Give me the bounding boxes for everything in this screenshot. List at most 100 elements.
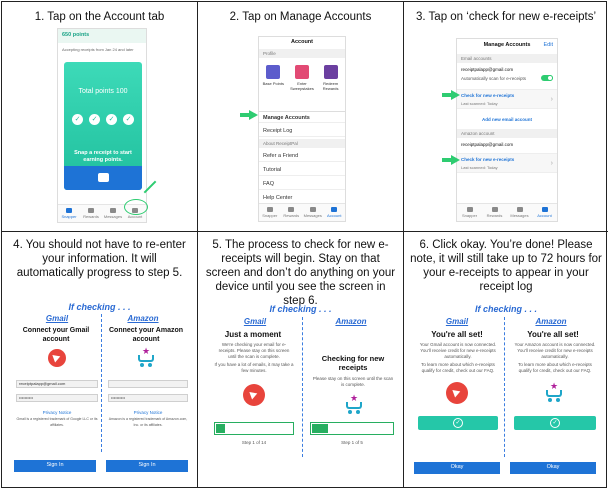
account-tab-highlight [124,199,148,215]
amazon-all-set-title: You're all set! [527,330,579,339]
manage-header: Manage Accounts [483,42,531,48]
snap-text: Snap a receipt to start earning points. [74,150,132,163]
email-address: receiptpalapp@gmail.com [461,67,514,72]
chevron-right-icon: › [550,96,553,103]
if-checking-label: If checking . . . [474,304,537,314]
email-section: Email accounts [457,54,557,63]
amazon-email-field[interactable] [108,380,188,388]
gmail-progress-bar [214,422,294,435]
phone-screen-manage: Manage Accounts Edit Email accounts rece… [456,38,558,222]
tab-rewards[interactable]: Rewards [281,207,303,218]
amazon-sign-in-button[interactable]: Sign In [106,460,188,472]
gift-icon [288,207,295,212]
gmail-sign-in-button[interactable]: Sign In [14,460,96,472]
step-5-title: 5. The process to check for new e-receip… [205,239,396,307]
just-moment-title: Just a moment [224,330,282,339]
step-6-title: 6. Click okay. You’re done! Please note,… [410,239,602,293]
points-icon [266,65,281,79]
privacy-link-amazon[interactable]: Privacy Notice [133,410,163,415]
gmail-faq-text: To learn more about which e-receipts qua… [421,362,495,373]
total-points: Total points 100 [78,88,128,95]
gmail-email-field[interactable]: receiptpalapp@gmail.com [16,380,98,388]
rewards-icon [323,65,338,79]
gmail-step-text: Step 1 of 14 [241,440,267,445]
tab-messages[interactable]: Messages [302,207,324,218]
gmail-wait-text: If you have a lot of emails, it may take… [214,362,294,373]
divider-dashed [504,317,505,457]
amazon-label: Amazon [335,317,367,326]
step-1-title: 1. Tap on the Account tab [34,11,165,23]
account-icons: Base Points Enter Sweepstakes Redeem Rew… [259,61,345,101]
redeem-rewards-item[interactable]: Redeem Rewards [319,61,343,101]
edit-link[interactable]: Edit [543,42,553,48]
divider-dashed [302,317,303,457]
step-2-title: 2. Tap on Manage Accounts [229,11,372,23]
shopping-cart-icon: ★ [544,382,566,402]
snap-button[interactable] [64,166,142,190]
mail-icon [110,208,116,213]
camera-icon [98,173,109,182]
tab-snapper[interactable]: Snapper [458,207,482,218]
tutorial-row[interactable]: Tutorial [259,164,345,176]
green-arrow-icon [442,90,460,100]
step-4-panel: 4. You should not have to re-enter your … [2,232,198,487]
check-receipts-row[interactable]: Check for new e-receipts Last scanned: T… [457,89,557,109]
check-icon: ✓ [106,114,117,125]
amazon-progress-bar [310,422,394,435]
tab-snapper[interactable]: Snapper [259,207,281,218]
step-1-panel: 1. Tap on the Account tab 650 points Acc… [2,2,198,232]
gmail-all-set-title: You're all set! [431,330,483,339]
tab-snapper[interactable]: Snapper [58,208,80,219]
shopping-cart-icon: ★ [136,347,158,367]
refer-friend-row[interactable]: Refer a Friend [259,150,345,162]
amazon-section: Amazon account [457,129,557,138]
sweepstakes-item[interactable]: Enter Sweepstakes [290,61,314,101]
step-5-panel: 5. The process to check for new e-receip… [198,232,404,487]
points-label: 650 points [62,32,90,38]
account-header: Account [291,39,313,45]
green-arrow-icon [442,155,460,165]
gmail-connect-title: Connect your Gmail account [22,327,90,343]
step-4-title: 4. You should not have to re-enter your … [13,239,186,279]
step-3-title: 3. Tap on ‘check for new e-receipts’ [415,11,597,23]
manage-accounts-row[interactable]: Manage Accounts [259,111,345,123]
auto-scan-toggle[interactable] [541,75,553,81]
gift-icon [88,208,94,213]
phone-screen-account: Account Profile Base Points Enter Sweeps… [258,36,346,222]
tab-account[interactable]: Account [533,207,557,218]
amazon-note: Amazon is a registered trademark of Amaz… [108,417,188,427]
base-points-item[interactable]: Base Points [261,61,285,101]
gmail-complete-bar: ✓ [418,416,498,430]
tab-messages[interactable]: Messages [508,207,532,218]
check-receipts-row-amazon[interactable]: Check for new e-receipts Last scanned: T… [457,153,557,173]
shopping-cart-icon: ★ [344,394,366,414]
profile-section: Profile [259,49,345,58]
tab-account[interactable]: Account [324,207,346,218]
tab-rewards[interactable]: Rewards [80,208,102,219]
camera-icon [266,207,273,212]
gmail-password-field[interactable]: •••••••••• [16,394,98,402]
paper-plane-icon [48,349,66,367]
gmail-okay-button[interactable]: Okay [414,462,500,474]
person-icon [331,207,338,212]
gmail-note: Gmail is a registered trademark of Googl… [16,417,98,427]
check-icon: ✓ [453,418,463,428]
tab-messages[interactable]: Messages [102,208,124,219]
amazon-email: receiptpalapp@gmail.com [461,142,514,147]
mail-icon [309,207,316,212]
green-arrow-icon [240,110,258,120]
check-steps: ✓ ✓ ✓ ✓ [72,114,134,126]
camera-icon [66,208,72,213]
tab-rewards[interactable]: Rewards [483,207,507,218]
add-email-link[interactable]: Add new email account [481,117,532,122]
privacy-link[interactable]: Privacy Notice [42,410,72,415]
amazon-okay-button[interactable]: Okay [510,462,596,474]
faq-row[interactable]: FAQ [259,178,345,190]
amazon-faq-text: To learn more about which e-receipts qua… [518,362,592,373]
amazon-label: Amazon [535,317,567,326]
about-section: About ReceiptPal [259,139,345,148]
points-card: Total points 100 ✓ ✓ ✓ ✓ Snap a receipt … [64,62,142,190]
receipt-log-row[interactable]: Receipt Log [259,125,345,137]
amazon-password-field[interactable]: •••••••••• [108,394,188,402]
